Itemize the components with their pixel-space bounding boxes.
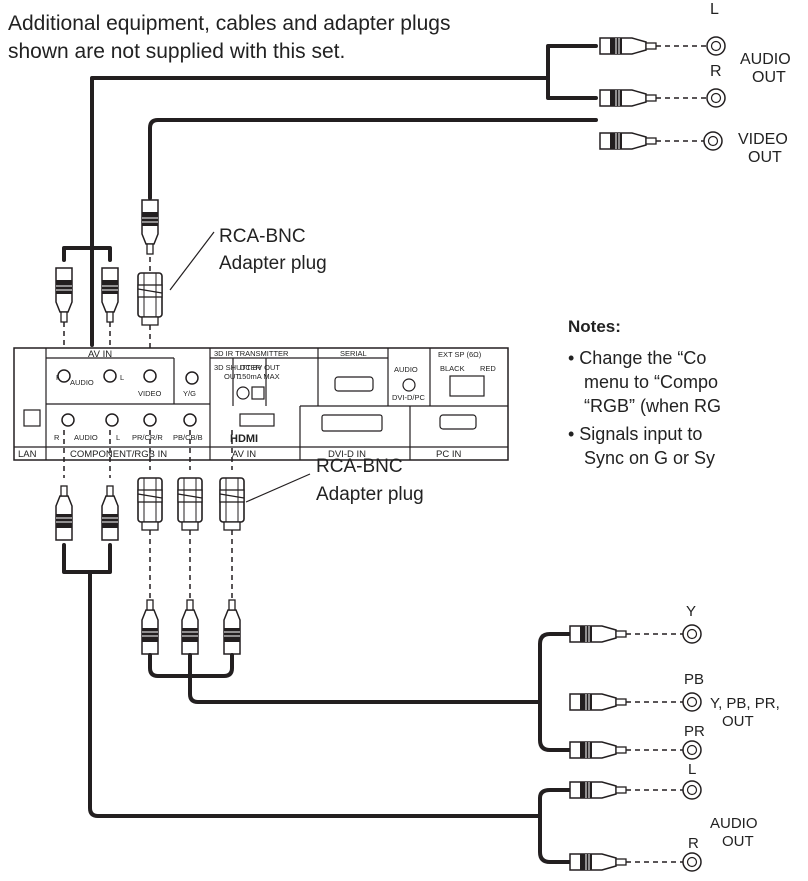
cable-video-top [148,118,598,200]
panel-audio: AUDIO [70,378,94,387]
panel-dvid-pc: DVI-D/PC [392,393,426,402]
bottom-audio-r-label: R [688,835,699,852]
rca-plug-pr [569,741,627,759]
rca-plug-comp-pr [141,599,159,655]
rca-plug-comp-audio-r [55,485,73,541]
panel-lan: LAN [18,449,37,460]
panel-pb: PB/CB/B [173,433,203,442]
rca-plug-bottom-l [569,781,627,799]
pb-jack-icon [682,692,702,712]
adapter-top-label: RCA-BNC [219,226,306,247]
pr-jack-icon [682,740,702,760]
panel-l: L [120,373,124,382]
cable-component-split [538,632,572,752]
cable-comp-join [148,653,234,678]
audio-l-jack-icon [706,36,726,56]
bottom-ypbpr-label: Y, PB, PR, [710,695,780,712]
top-audio-out-label: AUDIO [740,51,791,68]
terminal-panel: AV IN R AUDIO L VIDEO Y/G 3D IR TRANSMIT… [13,347,509,461]
adapter-bottom-label: RCA-BNC [316,456,403,477]
cable-audio-top [90,44,598,347]
rca-plug-bottom-r [569,853,627,871]
top-video-out-label2: OUT [748,149,782,166]
bottom-pb-label: PB [684,671,704,688]
panel-l2: L [116,433,120,442]
header-note-line1: Additional equipment, cables and adapter… [8,12,450,35]
panel-video: VIDEO [138,389,162,398]
cable-component [188,653,542,704]
bnc-adapter-pb-icon [177,477,203,531]
panel-shutter: 3D SHUTTER [214,363,262,372]
rca-plug-audio-r [599,89,657,107]
panel-shutter2: OUT [224,372,240,381]
panel-dc2: 150mA MAX [238,372,280,381]
bnc-adapter-pr-icon [137,477,163,531]
panel-dc: DC 8V OUT [240,363,280,372]
notes-line5: Sync on G or Sy [584,448,715,468]
cable-audio-top-r [546,76,598,100]
panel-yg: Y/G [183,389,196,398]
rca-plug-y [569,625,627,643]
panel-black: BLACK [440,364,465,373]
top-audio-out-label2: OUT [752,69,786,86]
panel-audio-label: AUDIO [394,365,418,374]
rca-plug-audio-l-down [101,267,119,323]
rca-plug-comp-y [223,599,241,655]
adapter-bottom-label2: Adapter plug [316,484,424,505]
panel-av-in2: AV IN [232,449,256,460]
cable-comp-audio [88,570,542,818]
bottom-pr-label: PR [684,723,705,740]
notes-line4: • Signals input to [568,424,702,444]
panel-ext-sp: EXT SP (6Ω) [438,350,482,359]
header-note-line2: shown are not supplied with this set. [8,40,345,63]
bottom-y-label: Y [686,603,696,620]
audio-r-jack-icon [706,88,726,108]
panel-r2: R [54,433,60,442]
bnc-adapter-top-icon [137,272,163,326]
panel-serial: SERIAL [340,349,367,358]
bottom-audio-r-jack-icon [682,852,702,872]
top-video-out-label: VIDEO [738,131,788,148]
bottom-audio-l-jack-icon [682,780,702,800]
panel-dvid-in: DVI-D IN [328,449,366,460]
notes-line2: menu to “Compo [584,372,718,392]
cable-comp-audio-split [538,788,572,864]
panel-red: RED [480,364,496,373]
rca-plug-comp-pb [181,599,199,655]
y-jack-icon [682,624,702,644]
cable-audio-split [62,246,112,262]
video-jack-icon [703,131,723,151]
rca-plug-pb [569,693,627,711]
notes-line1: • Change the “Co [568,348,706,368]
rca-plug-video [599,132,657,150]
bottom-audio-label: AUDIO [710,815,758,832]
rca-plug-audio-l [599,37,657,55]
panel-hdmi: HDMI [230,433,258,445]
cable-comp-audio-join [62,543,112,574]
bottom-audio-out-label: OUT [722,833,754,850]
top-audio-r-label: R [710,63,722,80]
bottom-audio-l-label: L [688,761,696,778]
panel-pr: PR/CR/R [132,433,163,442]
panel-ir: 3D IR TRANSMITTER [214,349,289,358]
notes-line3: “RGB” (when RG [584,396,721,416]
bnc-adapter-y-icon [219,477,245,531]
top-audio-l-label: L [710,1,719,18]
rca-plug-comp-audio-l [101,485,119,541]
adapter-top-label2: Adapter plug [219,253,327,274]
rca-plug-audio-r-down [55,267,73,323]
rca-plug-video-down [141,199,159,255]
panel-audio2: AUDIO [74,433,98,442]
panel-av-in: AV IN [88,349,112,360]
panel-pc-in: PC IN [436,449,461,460]
panel-component: COMPONENT/RGB IN [70,449,167,460]
bottom-out-label: OUT [722,713,754,730]
notes-title: Notes: [568,317,621,336]
